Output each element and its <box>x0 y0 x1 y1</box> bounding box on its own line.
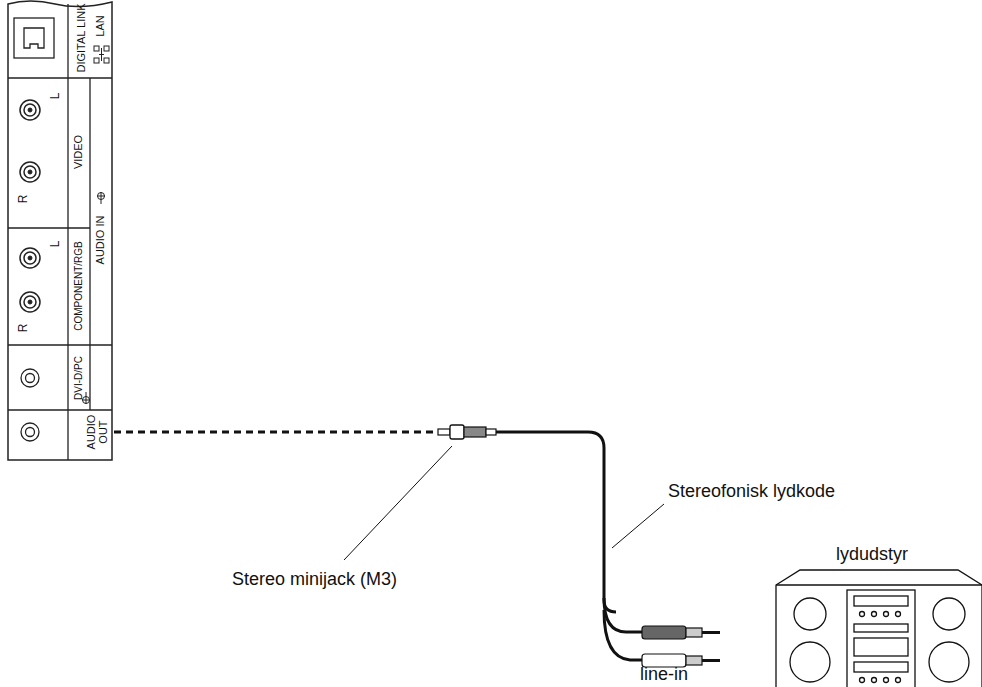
callout-label: Stereo minijack (M3) <box>232 570 397 589</box>
port-label: DVI-D/PC <box>74 356 85 400</box>
channel-label: R <box>17 324 30 333</box>
port-group-label: AUDIO IN <box>95 216 107 265</box>
channel-label: L <box>49 93 62 100</box>
port-group-label: VIDEO <box>73 135 85 169</box>
channel-label: L <box>49 241 62 248</box>
connector-label: line-in <box>640 665 688 684</box>
port-label: AUDIO OUT <box>86 411 109 453</box>
device-label: lydudstyr <box>836 545 908 564</box>
port-group-label: COMPONENT/RGB <box>74 241 85 330</box>
port-group-label: DIGITAL LINK <box>76 3 88 72</box>
port-label: LAN <box>95 15 107 36</box>
channel-label: R <box>17 195 30 204</box>
callout-label: Stereofonisk lydkode <box>668 482 835 501</box>
